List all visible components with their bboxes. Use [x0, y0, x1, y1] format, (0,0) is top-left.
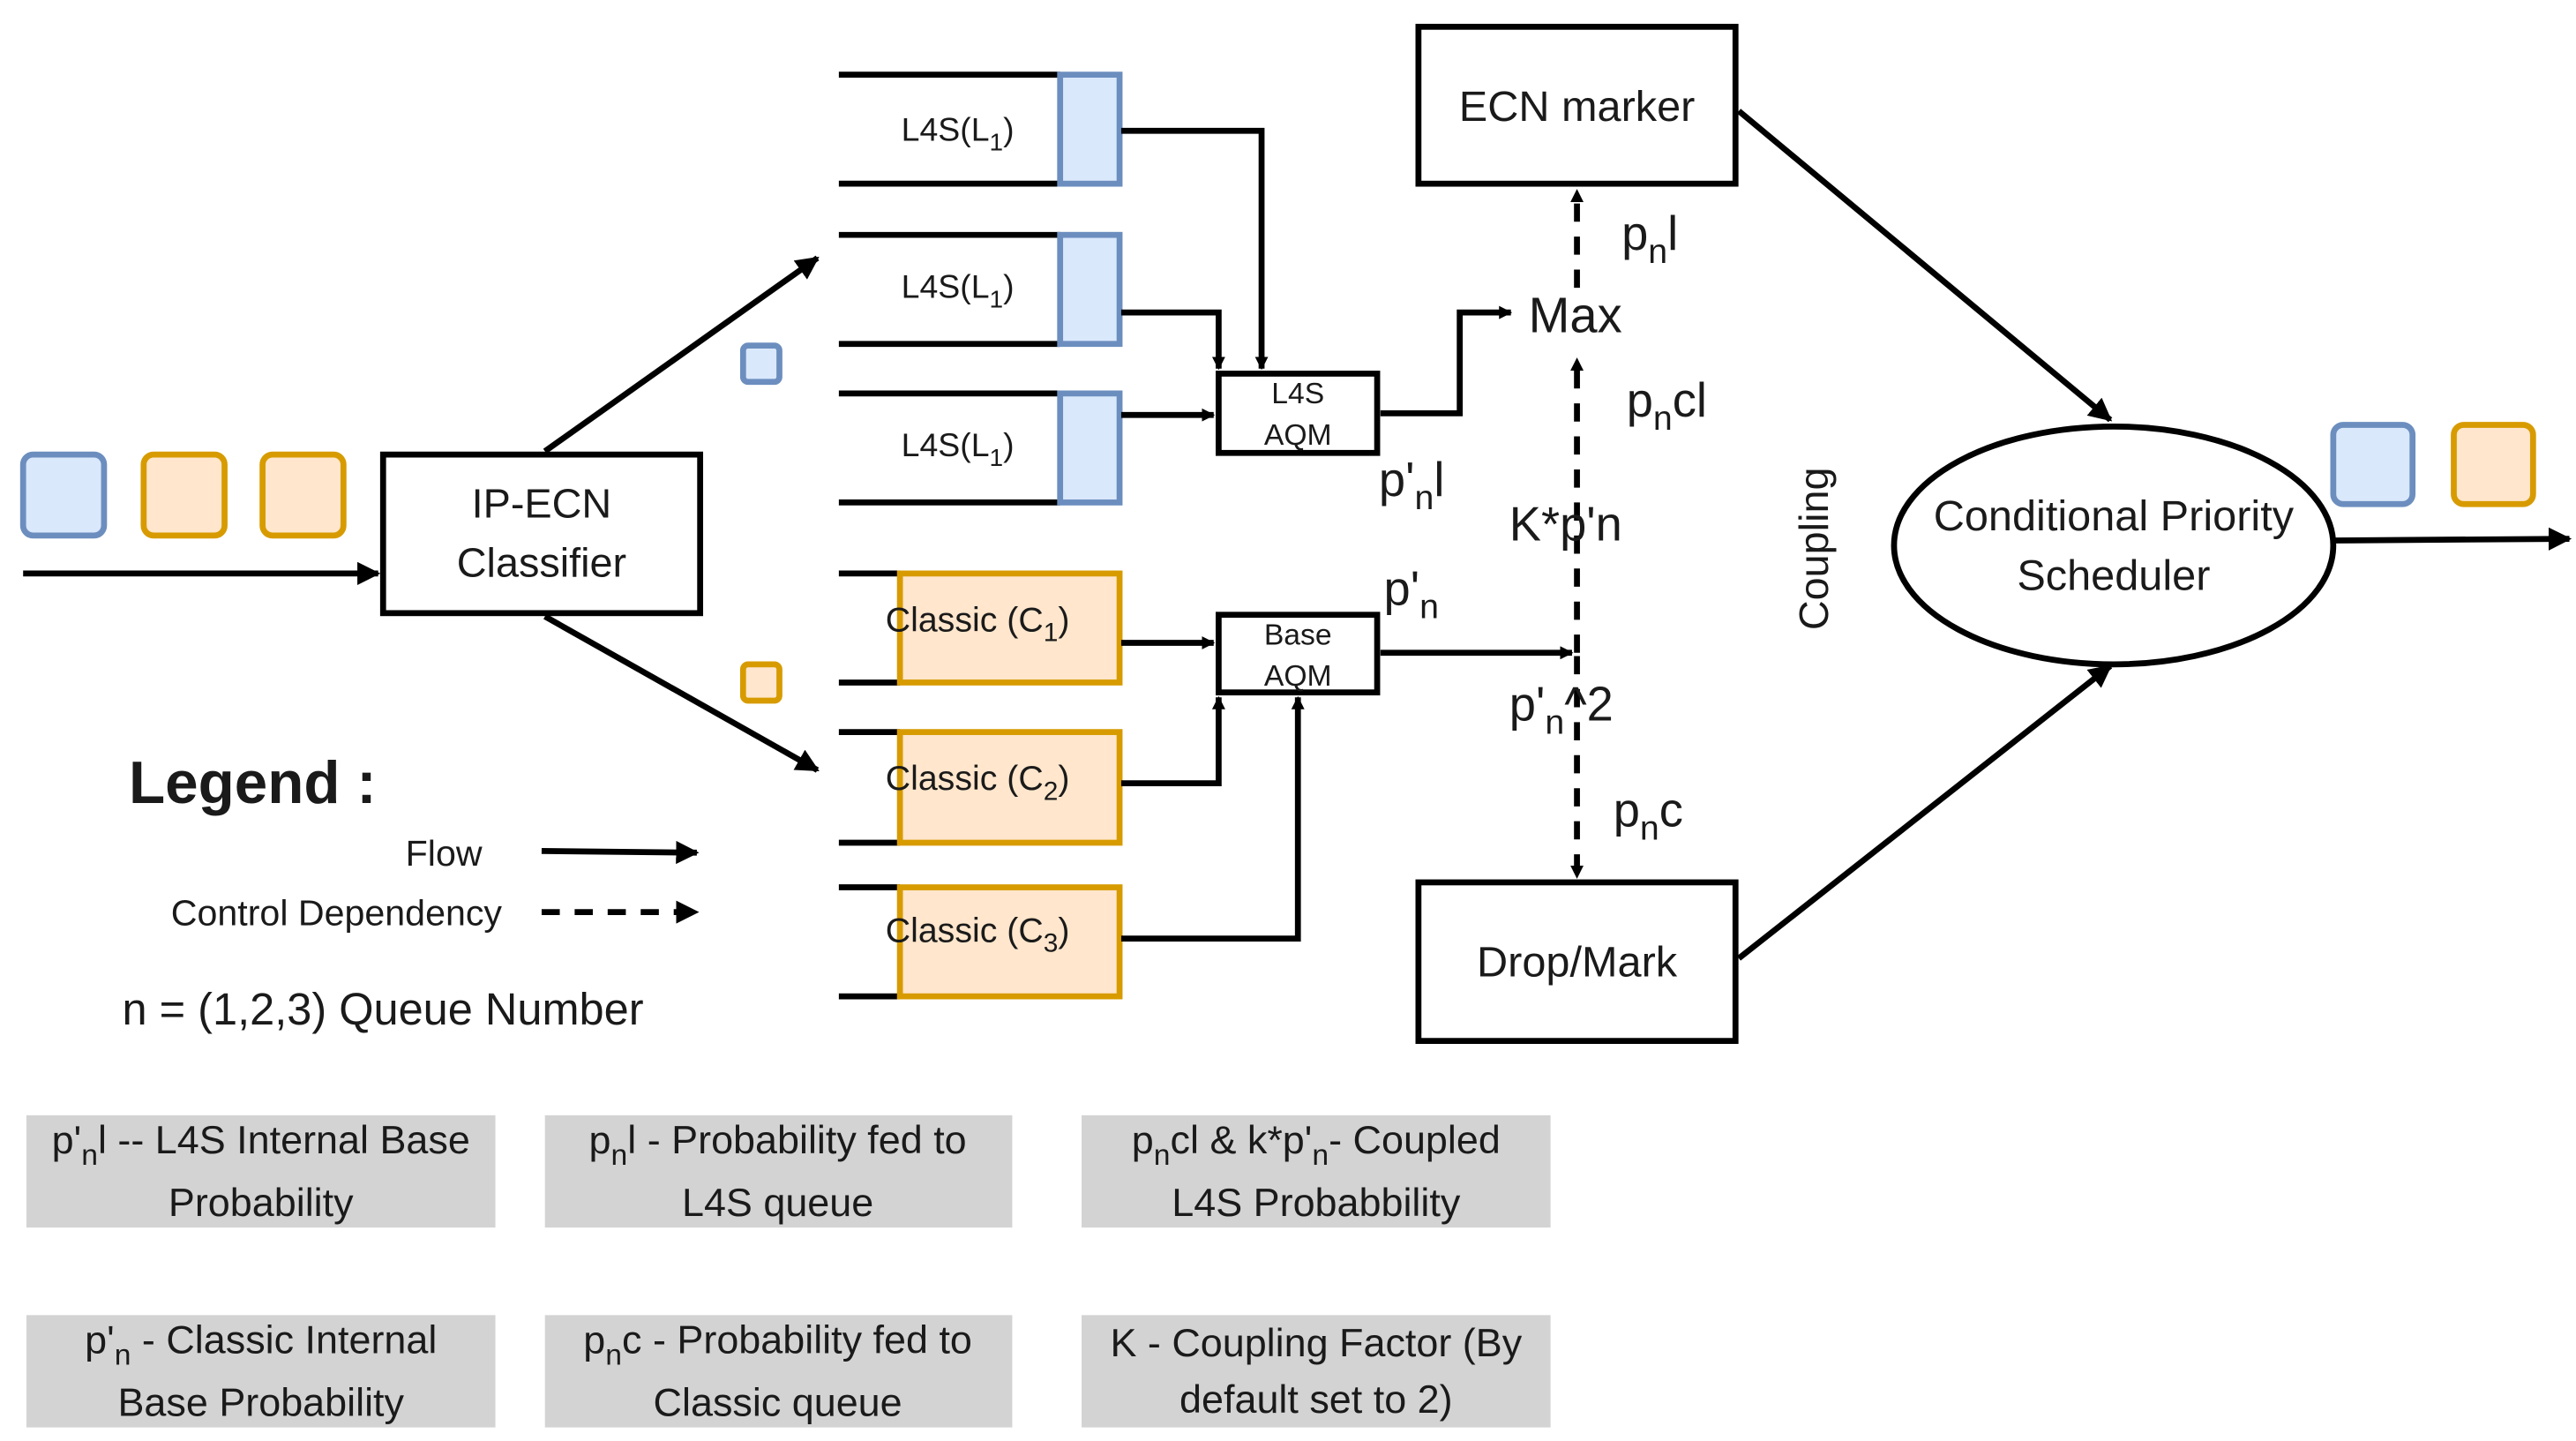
l4s-queue-2: L4S(L1)	[838, 231, 1123, 348]
l4s-aqm-label-1: L4S	[1271, 378, 1324, 410]
note-box-4	[26, 1315, 496, 1428]
note-4-line-1: p'n - Classic Internal	[85, 1317, 437, 1371]
note-box-1	[26, 1115, 496, 1228]
legend-queue-number: n = (1,2,3) Queue Number	[123, 984, 644, 1034]
l4s-queue-3-label: L4S(L1)	[902, 426, 1015, 471]
classic-q2-to-aqm-arrow	[1120, 695, 1225, 786]
legend-flow-arrow	[541, 840, 700, 865]
label-ppn: p'n	[1384, 561, 1439, 626]
label-pn-cl: pncl	[1627, 373, 1707, 438]
note-2-line-2: L4S queue	[682, 1180, 873, 1225]
label-ppn-squared: p'n^2	[1509, 677, 1614, 741]
classic-queue-2-label: Classic (C2)	[886, 759, 1070, 806]
classic-queue-1: Classic (C1)	[838, 570, 1123, 686]
base-aqm-box	[1216, 612, 1381, 696]
l4s-q1-to-aqm-arrow	[1120, 127, 1269, 371]
label-ppn-l: p'nl	[1379, 453, 1444, 517]
l4s-packet-small	[739, 342, 783, 386]
legend-control-label: Control Dependency	[171, 893, 503, 934]
note-box-5	[544, 1315, 1013, 1428]
legend-title: Legend :	[129, 750, 377, 816]
incoming-classic-packet-1	[140, 451, 228, 539]
classifier-label-2: Classifier	[457, 540, 626, 586]
outgoing-l4s-packet	[2330, 422, 2416, 507]
note-6-line-1: K - Coupling Factor (By	[1110, 1320, 1522, 1365]
ecn-marker-label: ECN marker	[1459, 83, 1696, 131]
coupling-label: Coupling	[1791, 467, 1837, 630]
l4s-aqm-box	[1216, 371, 1381, 456]
note-5-line-2: Classic queue	[654, 1380, 902, 1425]
note-box-3	[1082, 1115, 1551, 1228]
classifier-to-l4s-arrow	[543, 255, 820, 454]
note-3-line-1: pncl & k*p'n- Coupled	[1132, 1117, 1501, 1172]
ecn-to-scheduler-arrow	[1736, 109, 2113, 423]
classic-queue-1-label: Classic (C1)	[886, 600, 1070, 647]
l4s-aqm-label-2: AQM	[1264, 419, 1332, 452]
label-pn-c: pnc	[1614, 783, 1683, 847]
label-pn-l: pnl	[1621, 206, 1678, 271]
note-box-2	[544, 1115, 1013, 1228]
l4s-queue-1: L4S(L1)	[838, 71, 1123, 187]
classic-queue-3: Classic (C3)	[838, 884, 1123, 1000]
classic-q3-to-aqm-arrow	[1120, 695, 1305, 942]
note-1-line-1: p'nl -- L4S Internal Base	[52, 1117, 470, 1172]
note-1-line-2: Probability	[168, 1180, 354, 1225]
note-6-line-2: default set to 2)	[1179, 1377, 1453, 1422]
l4s-queue-1-label: L4S(L1)	[902, 110, 1015, 155]
classifier-to-classic-arrow	[543, 613, 820, 773]
base-aqm-label-1: Base	[1264, 619, 1332, 651]
scheduler-output-arrow	[2334, 527, 2572, 551]
classic-packet-small	[739, 661, 783, 704]
l4s-q2-to-aqm-arrow	[1120, 309, 1225, 371]
ip-ecn-classifier	[379, 451, 704, 617]
dropmark-to-scheduler-arrow	[1736, 664, 2113, 961]
note-2-line-1: pnl - Probability fed to	[589, 1117, 967, 1172]
classifier-label-1: IP-ECN	[472, 480, 612, 526]
note-3-line-2: L4S Probabbility	[1172, 1180, 1461, 1225]
classic-queue-3-label: Classic (C3)	[886, 911, 1070, 957]
conditional-priority-scheduler	[1891, 423, 2337, 668]
incoming-l4s-packet	[19, 451, 108, 539]
l4s-queue-3: L4S(L1)	[838, 390, 1123, 506]
max-label: Max	[1529, 288, 1622, 343]
incoming-classic-packet-2	[259, 451, 347, 539]
scheduler-label-2: Scheduler	[2017, 552, 2210, 600]
note-4-line-2: Base Probability	[117, 1380, 404, 1425]
classic-queue-2: Classic (C2)	[838, 729, 1123, 846]
note-box-6	[1082, 1315, 1551, 1428]
outgoing-classic-packet	[2451, 422, 2536, 507]
l4s-aqm-to-max-arrow	[1380, 305, 1513, 417]
ecn-marker-box	[1415, 23, 1739, 187]
label-k-pn: K*p'n	[1509, 497, 1622, 551]
drop-mark-label: Drop/Mark	[1477, 939, 1678, 987]
base-aqm-label-2: AQM	[1264, 660, 1332, 693]
scheduler-label-1: Conditional Priority	[1934, 492, 2295, 540]
legend-flow-label: Flow	[406, 833, 483, 874]
note-5-line-1: pnc - Probability fed to	[583, 1317, 972, 1371]
drop-mark-box	[1415, 879, 1739, 1044]
l4s-queue-2-label: L4S(L1)	[902, 267, 1015, 312]
